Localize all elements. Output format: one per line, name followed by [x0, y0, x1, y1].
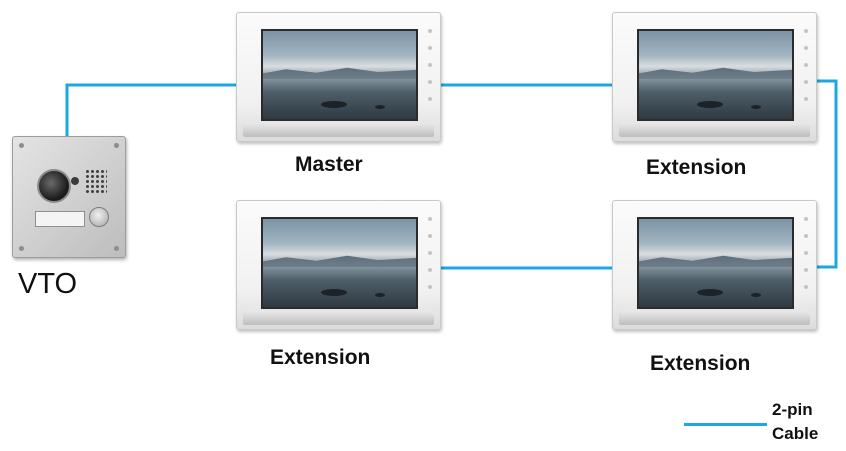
legend-cable-swatch	[684, 423, 767, 426]
cable-vto-to-master	[65, 83, 236, 137]
monitor-buttons	[802, 29, 810, 119]
legend-label-line2: Cable	[772, 424, 819, 443]
vto-door-station	[12, 136, 126, 258]
legend-label-line1: 2-pin	[772, 400, 813, 419]
monitor-screen	[637, 217, 794, 309]
monitor-label-extension-1: Extension	[646, 156, 747, 179]
camera-icon	[37, 169, 71, 203]
monitor-master	[236, 12, 441, 142]
monitor-screen	[261, 29, 418, 121]
speaker-grille-icon	[85, 169, 107, 195]
screw-icon	[19, 143, 24, 148]
vto-label: VTO	[18, 268, 78, 300]
monitor-label-extension-3: Extension	[270, 346, 371, 369]
screw-icon	[114, 143, 119, 148]
monitor-label-master: Master	[295, 153, 363, 176]
indicator-led-icon	[71, 177, 79, 185]
screw-icon	[114, 246, 119, 251]
monitor-extension-3	[236, 200, 441, 330]
monitor-screen	[261, 217, 418, 309]
cable-ext1-to-ext2	[816, 79, 838, 269]
screw-icon	[19, 246, 24, 251]
monitor-label-extension-2: Extension	[650, 352, 751, 375]
call-button-icon	[89, 207, 109, 227]
monitor-extension-2	[612, 200, 817, 330]
monitor-screen	[637, 29, 794, 121]
monitor-extension-1	[612, 12, 817, 142]
monitor-buttons	[426, 29, 434, 119]
monitor-buttons	[802, 217, 810, 307]
monitor-buttons	[426, 217, 434, 307]
nameplate-icon	[35, 211, 85, 227]
